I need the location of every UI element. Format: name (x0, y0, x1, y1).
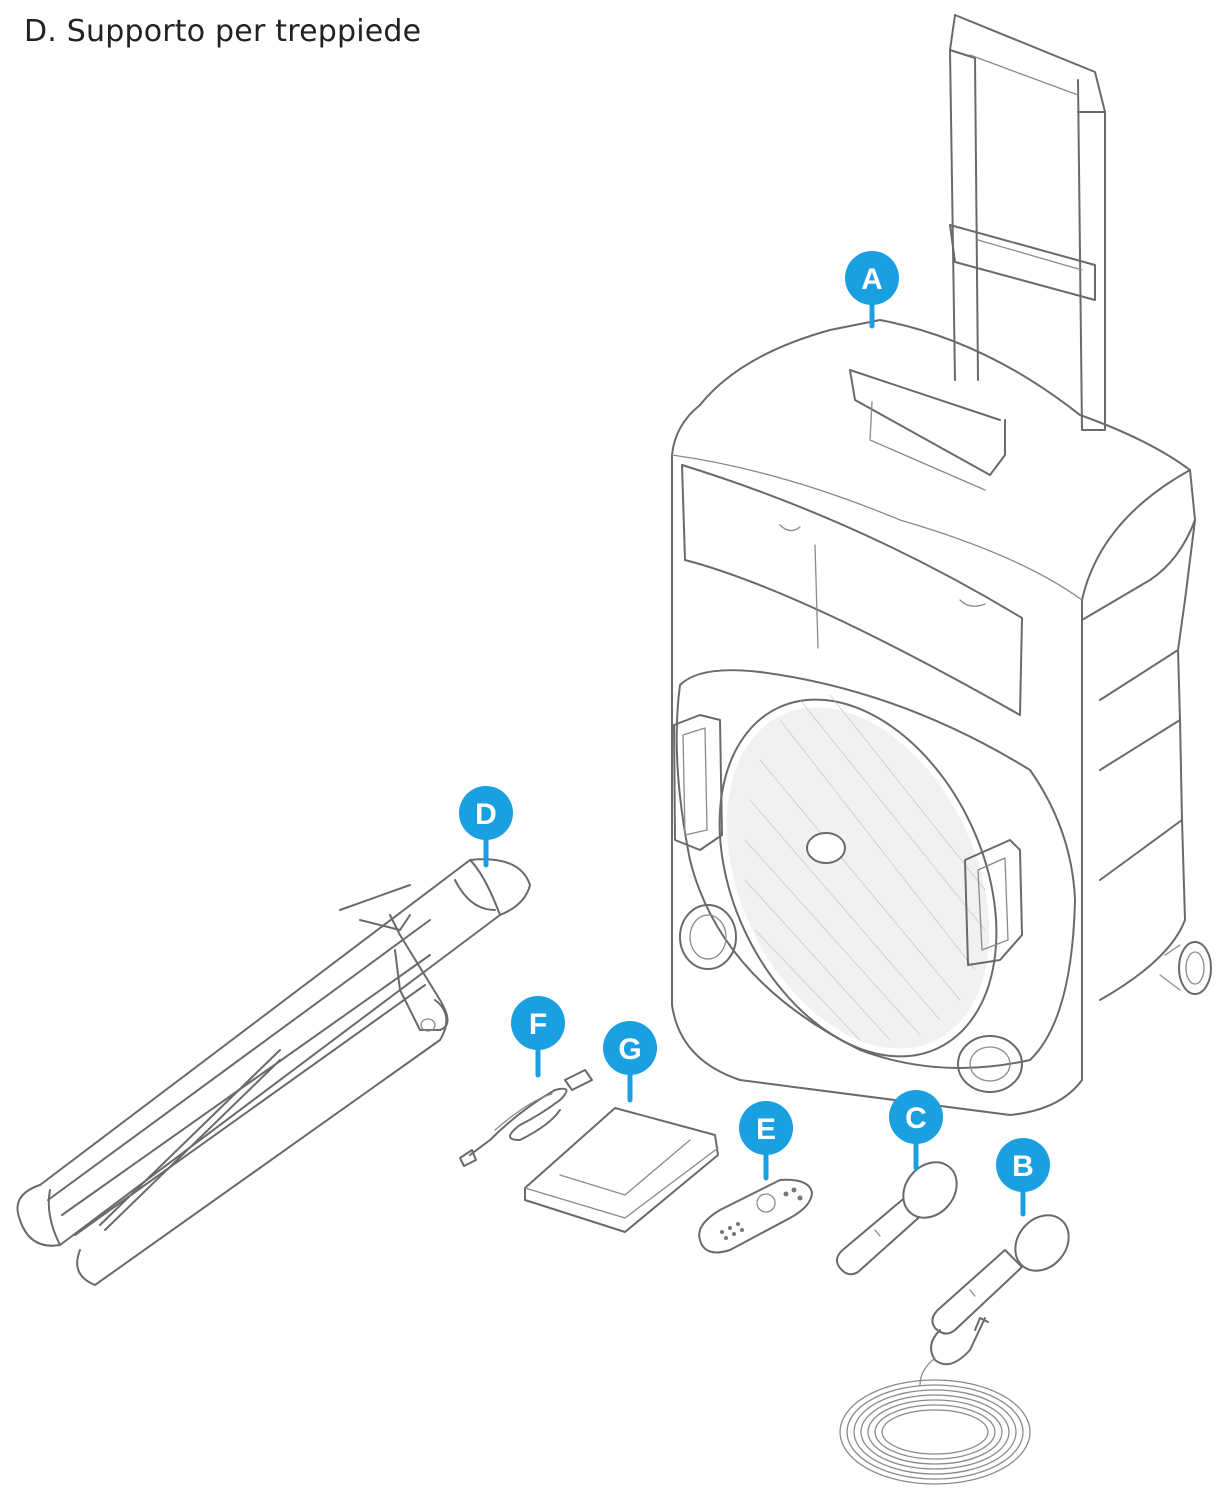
callout-layer: A B C D E F G (459, 251, 1050, 1217)
callout-badge (996, 1138, 1050, 1192)
speaker-trolley (671, 14, 1212, 1116)
remote-control (698, 1178, 813, 1254)
callout-letter: B (1012, 1150, 1034, 1183)
callout-b: B (996, 1138, 1050, 1217)
wireless-microphone (835, 1161, 958, 1276)
callout-badge (511, 996, 565, 1050)
callout-letter: F (529, 1008, 547, 1041)
callout-letter: E (756, 1113, 776, 1146)
callout-badge (459, 786, 513, 840)
callout-badge (889, 1090, 943, 1144)
user-manual (524, 1107, 719, 1233)
callout-letter: A (861, 263, 883, 296)
callout-letter: D (475, 798, 497, 831)
callout-letter: C (905, 1102, 927, 1135)
charging-cable (459, 1069, 593, 1167)
callout-g: G (603, 1021, 657, 1103)
wired-microphone (839, 1214, 1070, 1485)
callout-badge (739, 1101, 793, 1155)
callout-e: E (739, 1101, 793, 1181)
callout-f: F (511, 996, 565, 1078)
callout-d: D (459, 786, 513, 868)
callout-letter: G (618, 1033, 641, 1066)
callout-badge (603, 1021, 657, 1075)
callout-a: A (845, 251, 899, 329)
callout-badge (845, 251, 899, 305)
tripod-stand (16, 858, 531, 1286)
callout-c: C (889, 1090, 943, 1171)
caption-title: D. Supporto per treppiede (24, 14, 422, 49)
